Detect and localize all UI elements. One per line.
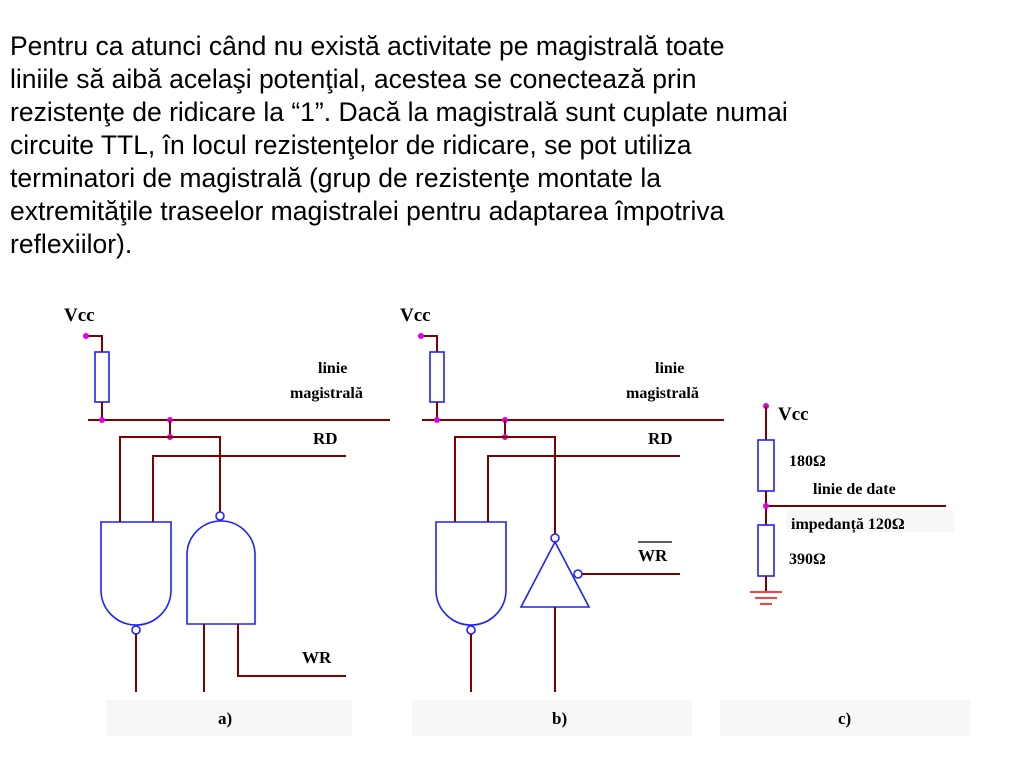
r2-label-c: 390Ω — [789, 551, 826, 568]
paragraph-line: terminatori de magistrală (grup de rezis… — [10, 163, 662, 193]
nand-input-wire-b1 — [454, 436, 556, 534]
bus-label-linie-a: linie — [318, 360, 347, 377]
nand-gate-a — [100, 521, 172, 626]
diagram-c: Vcc 180Ω linie de date impedanță 120Ω 39… — [750, 403, 954, 728]
ground-icon — [750, 591, 782, 605]
nand-gate-b — [435, 521, 507, 626]
vcc-wire-b — [421, 335, 438, 352]
paragraph-line: extremităţile traseelor magistralei pent… — [10, 196, 725, 226]
caption-bar-c — [720, 700, 970, 736]
caption-bar-b — [412, 700, 692, 736]
vcc-wire-a — [86, 335, 103, 352]
vcc-terminal-a — [83, 333, 89, 339]
pullup-resistor-b — [429, 351, 445, 403]
paragraph-line: Pentru ca atunci când nu există activita… — [10, 31, 725, 61]
gate2-bubble-a — [215, 511, 225, 521]
wr-label-a: WR — [302, 648, 332, 667]
nand-bubble-b — [466, 625, 476, 635]
r1-label-c: 180Ω — [789, 453, 826, 470]
wr-label-b: WR — [638, 546, 668, 565]
caption-c: c) — [838, 709, 851, 728]
and-gate-a — [186, 520, 256, 625]
buffer-enable-bubble-b — [573, 569, 583, 579]
caption-a: a) — [218, 709, 232, 728]
paragraph-line: circuite TTL, în locul rezistenţelor de … — [10, 130, 692, 160]
caption-b: b) — [552, 709, 567, 728]
bus-label-linie-b: linie — [655, 360, 684, 377]
diagram-b: Vcc linie magistrală RD WR b) — [400, 305, 724, 728]
vcc-label-b: Vcc — [400, 305, 431, 326]
vcc-terminal-b — [418, 333, 424, 339]
tristate-buffer-b — [519, 540, 591, 608]
caption-bar-a — [106, 700, 352, 736]
rd-wire-b — [487, 455, 680, 522]
impedance-bg-c — [786, 510, 954, 532]
bus-junction-a1 — [99, 417, 105, 423]
diagram-a: Vcc linie magistrală RD WR a) — [64, 305, 390, 728]
wr-wire-a — [237, 624, 346, 677]
resistor-390-c — [757, 524, 775, 577]
resistor-180-c — [757, 439, 775, 492]
bus-label-magistrala-a: magistrală — [290, 385, 363, 402]
nand-input-wire-a1 — [119, 436, 221, 522]
paragraph: Pentru ca atunci când nu există activita… — [10, 30, 1020, 261]
rd-label-a: RD — [313, 429, 338, 448]
data-junction-c — [763, 503, 769, 509]
rd-label-b: RD — [648, 429, 673, 448]
pullup-resistor-a — [94, 351, 110, 403]
vcc-label-a: Vcc — [64, 305, 95, 326]
vcc-label-c: Vcc — [778, 404, 809, 425]
nand-bubble-a — [131, 625, 141, 635]
paragraph-line: liniile să aibă acelaşi potenţial, acest… — [10, 64, 697, 94]
rd-wire-a — [152, 455, 346, 522]
paragraph-line: reflexiilor). — [10, 229, 133, 259]
paragraph-line: rezistenţe de ridicare la “1”. Dacă la m… — [10, 97, 788, 127]
bus-junction-b1 — [434, 417, 440, 423]
data-line-label-c: linie de date — [813, 481, 896, 498]
bus-label-magistrala-b: magistrală — [626, 385, 699, 402]
impedance-label-c: impedanță 120Ω — [791, 516, 905, 534]
